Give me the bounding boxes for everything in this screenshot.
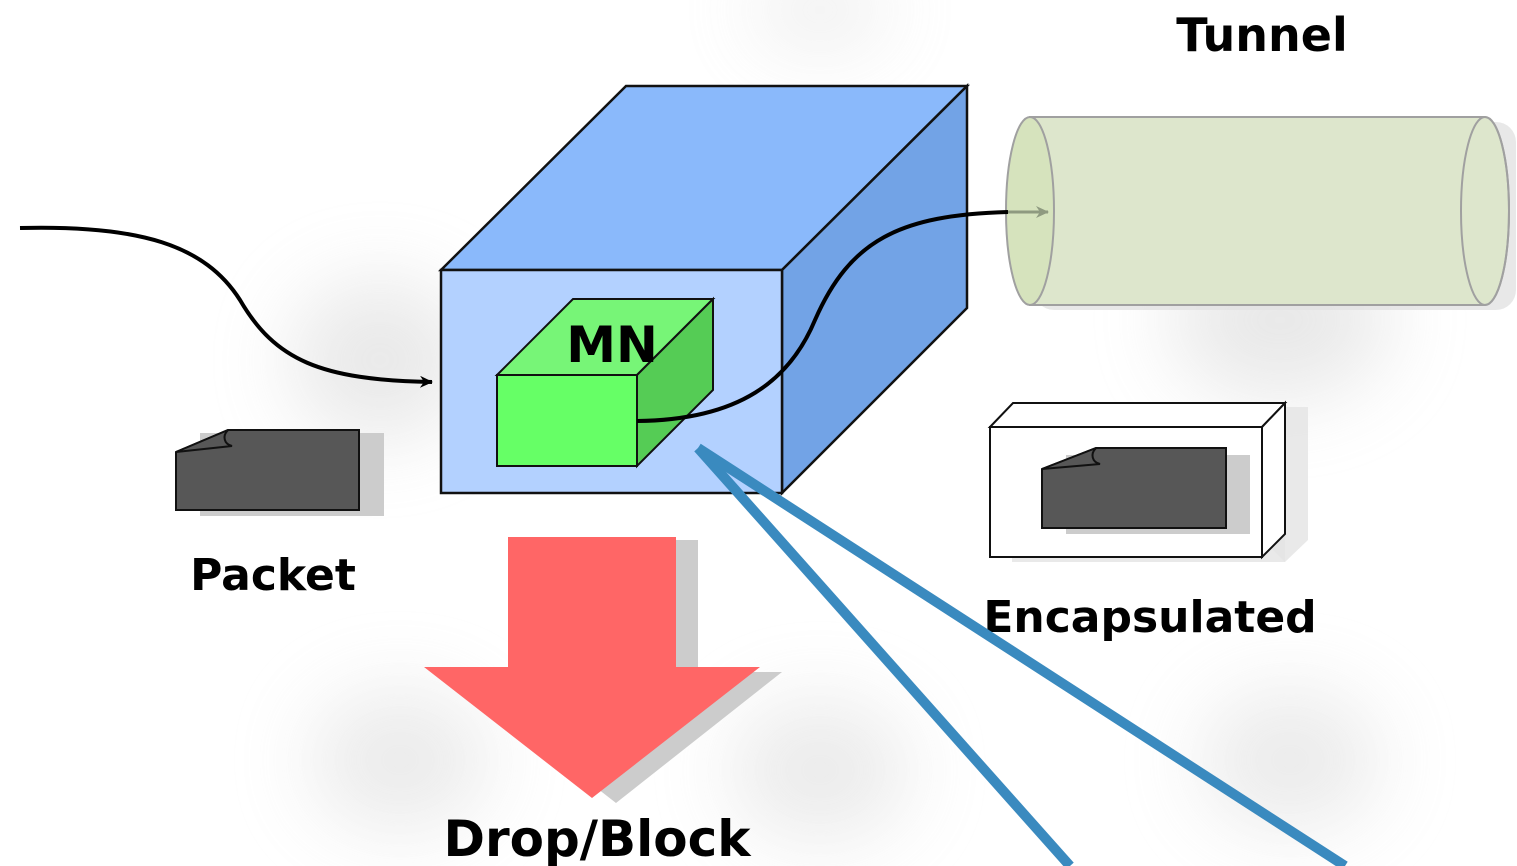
packet-label: Packet — [190, 550, 356, 601]
mn-label: MN — [566, 316, 658, 374]
mn-to-tunnel-path — [636, 210, 1009, 423]
encapsulated-packet-box — [987, 400, 1308, 562]
drop-block-label: Drop/Block — [443, 810, 752, 866]
tunnel-cylinder — [1005, 116, 1516, 310]
encapsulated-label: Encapsulated — [983, 592, 1316, 643]
incoming-packet-path — [19, 225, 433, 388]
drop-block-arrow — [424, 537, 782, 803]
callout-pointer-lines — [694, 443, 1348, 866]
mn-module-cube — [494, 296, 716, 469]
packet-icon — [175, 429, 384, 516]
tunnel-label: Tunnel — [1176, 8, 1348, 62]
